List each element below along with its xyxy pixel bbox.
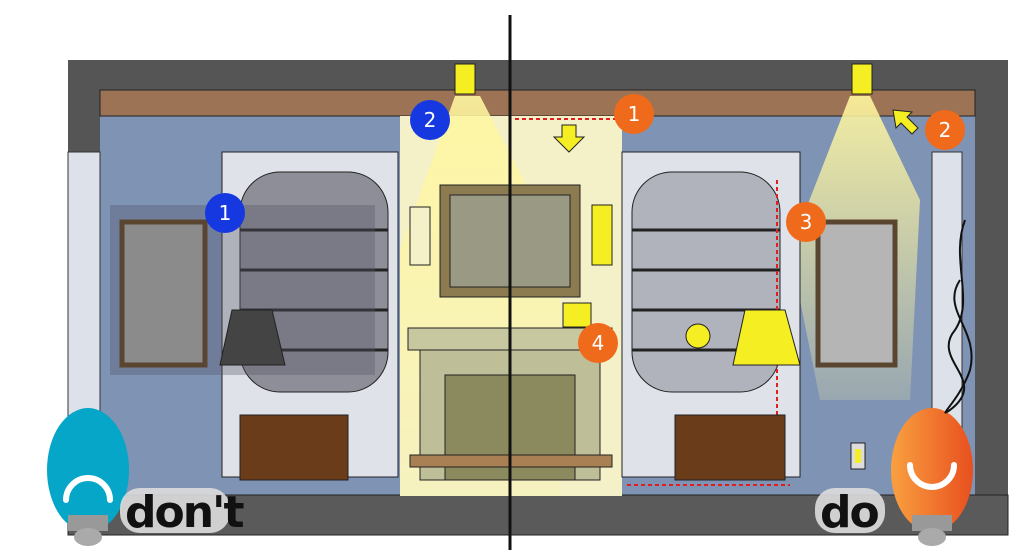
chair-left [239, 414, 349, 481]
painting-right [815, 219, 898, 368]
ceiling-light-right [851, 63, 873, 95]
svg-text:1: 1 [219, 201, 232, 225]
chair-right [674, 414, 786, 481]
lamp-shade-left [219, 309, 286, 366]
sconce-right [591, 204, 613, 266]
arrow-down-icon [552, 124, 586, 153]
svg-text:3: 3 [800, 210, 813, 234]
marker-do-3: 3 [786, 202, 826, 242]
do-label: do [820, 487, 878, 538]
dont-label: don't [125, 487, 245, 538]
lamp-shade-right [732, 309, 801, 366]
do-label-glow [815, 488, 885, 533]
sad-lightbulb-icon [47, 408, 129, 546]
svg-text:2: 2 [424, 108, 437, 132]
dont-label-glow [120, 488, 230, 533]
svg-text:4: 4 [592, 331, 605, 355]
happy-lightbulb-icon [891, 408, 973, 546]
sconce-left [409, 206, 431, 266]
light-switch-toggle [855, 449, 861, 463]
scribble [944, 219, 973, 414]
marker-dont-1: 1 [205, 193, 245, 233]
candles [562, 302, 592, 328]
painting-left [119, 219, 208, 368]
marker-do-4: 4 [578, 323, 618, 363]
svg-text:2: 2 [939, 118, 952, 142]
arrow-up-left-icon [892, 109, 919, 135]
marker-do-1: 1 [614, 94, 654, 134]
svg-text:1: 1 [628, 102, 641, 126]
marker-dont-2: 2 [410, 100, 450, 140]
marker-do-2: 2 [925, 110, 965, 150]
ceiling-light-left [454, 63, 476, 95]
